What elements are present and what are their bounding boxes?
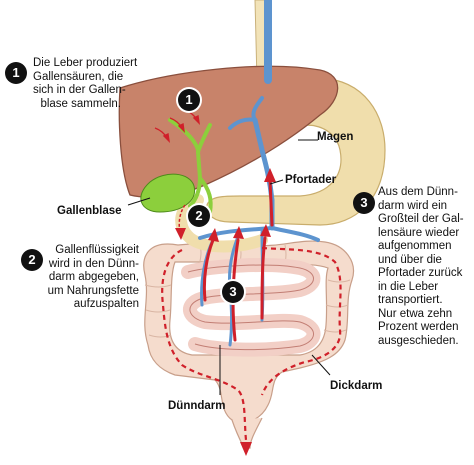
step-2-text: Gallenflüssigkeit wird in den Dünn- darm…: [47, 244, 139, 310]
step-3-text: Aus dem Dünn- darm wird ein Großteil der…: [378, 186, 464, 347]
excretion-arrowhead: [240, 442, 252, 456]
bile-ducts: [168, 118, 213, 214]
label-gallenblase: Gallenblase: [57, 205, 122, 217]
step-1-callout-badge: 1: [5, 62, 27, 84]
excretion-path-right: [260, 246, 342, 396]
step-3-marker: 3: [222, 281, 244, 303]
bile-flow-arrowhead: [175, 228, 186, 240]
leader-lines: [127, 139, 331, 395]
label-magen: Magen: [317, 131, 354, 143]
step-3-callout-badge: 3: [353, 192, 375, 214]
gallbladder: [140, 173, 196, 213]
step-1-marker: 1: [178, 89, 200, 111]
label-pfortader: Pfortader: [285, 174, 337, 186]
small-intestine-outline: [187, 264, 314, 351]
label-dickdarm: Dickdarm: [330, 380, 383, 392]
step-2-marker: 2: [188, 205, 210, 227]
step-1-text: Die Leber produziert Gallensäuren, die s…: [33, 57, 138, 110]
step-2-callout-badge: 2: [21, 249, 43, 271]
return-flow-arrowheads: [208, 168, 276, 242]
small-intestine: [181, 258, 321, 357]
liver: [118, 65, 339, 198]
excretion-path: [161, 249, 248, 441]
label-duenndarm: Dünndarm: [168, 400, 226, 412]
duodenum: [175, 194, 268, 253]
